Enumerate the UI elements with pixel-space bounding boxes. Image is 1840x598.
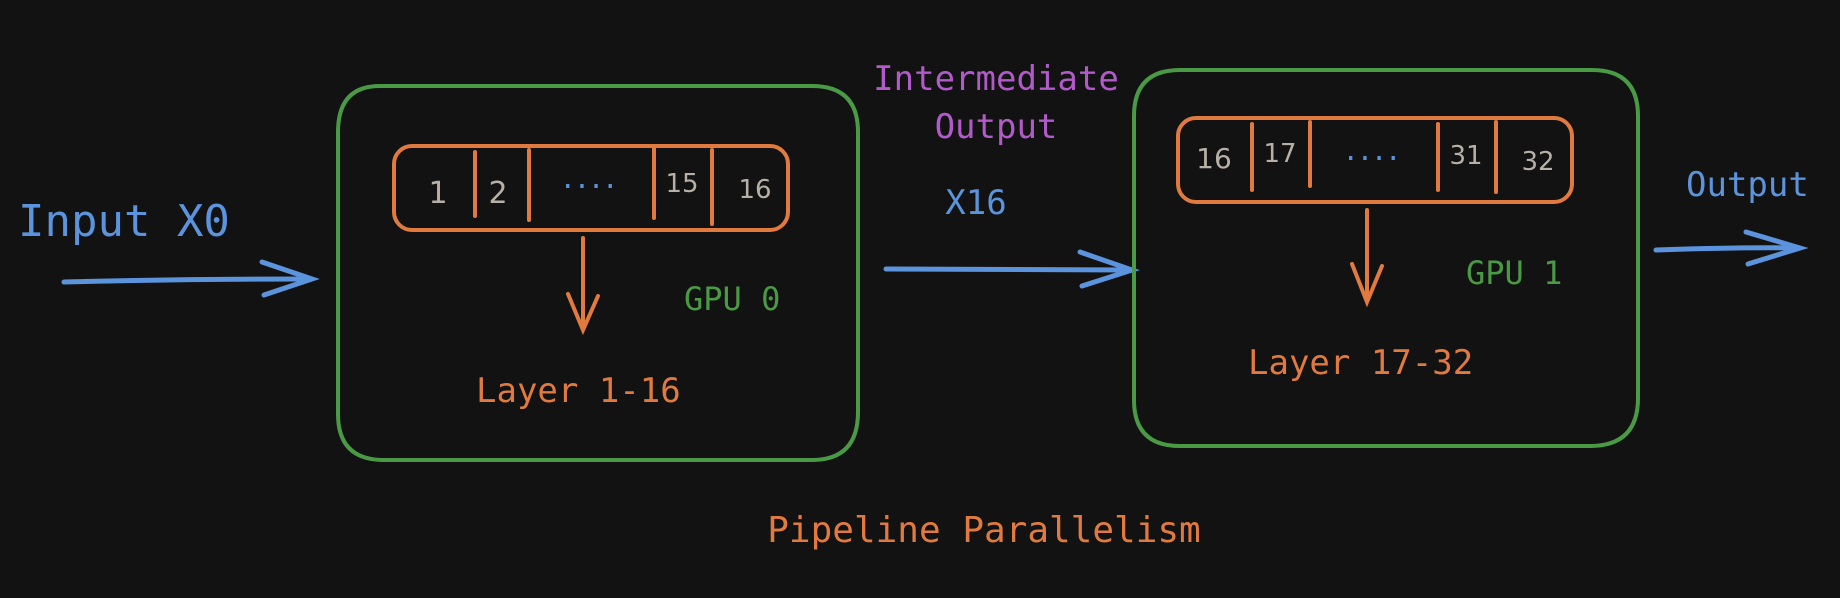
- gpu1-frame: [1132, 68, 1640, 448]
- gpu1-name: GPU 1: [1466, 254, 1562, 292]
- gpu0-cell-ellipsis: ....: [563, 158, 620, 196]
- input-arrow: [61, 259, 320, 298]
- output-arrow: [1653, 229, 1809, 267]
- gpu1-cell-ellipsis: ....: [1346, 130, 1403, 168]
- output-label: Output: [1686, 165, 1809, 205]
- gpu0-cell-2: 2: [488, 176, 507, 211]
- diagram-caption: Pipeline Parallelism: [767, 510, 1200, 551]
- gpu1-cell-17: 17: [1263, 139, 1296, 169]
- gpu1-cell-32: 32: [1521, 147, 1554, 177]
- intermediate-label-line1: Intermediate: [873, 59, 1119, 99]
- gpu1-layer-strip: [1176, 116, 1574, 204]
- gpu1-cell-16: 16: [1196, 142, 1232, 175]
- gpu1-down-arrow: [1350, 208, 1384, 308]
- gpu0-cell-16: 16: [738, 175, 771, 205]
- gpu1-box: 16 17 .... 31 32 GPU 1 Layer 17-32: [1132, 68, 1640, 448]
- gpu0-down-arrow: [566, 236, 600, 336]
- gpu0-name: GPU 0: [684, 280, 780, 318]
- input-label: Input X0: [18, 196, 230, 247]
- gpu0-box: 1 2 .... 15 16 GPU 0 Layer 1-16: [336, 84, 860, 462]
- gpu0-cell-dividers: [473, 146, 714, 226]
- intermediate-label-line2: Output: [935, 107, 1058, 147]
- gpu0-layer-strip: [392, 144, 790, 232]
- intermediate-value: X16: [945, 183, 1006, 223]
- gpu1-cell-31: 31: [1449, 141, 1482, 171]
- gpu1-layer-label: Layer 17-32: [1248, 343, 1473, 383]
- intermediate-arrow: [883, 249, 1140, 289]
- gpu0-cell-15: 15: [665, 169, 698, 199]
- gpu0-layer-label: Layer 1-16: [476, 371, 681, 411]
- gpu0-cell-1: 1: [428, 176, 447, 211]
- gpu0-frame: [336, 84, 860, 462]
- gpu1-cell-dividers: [1250, 120, 1498, 194]
